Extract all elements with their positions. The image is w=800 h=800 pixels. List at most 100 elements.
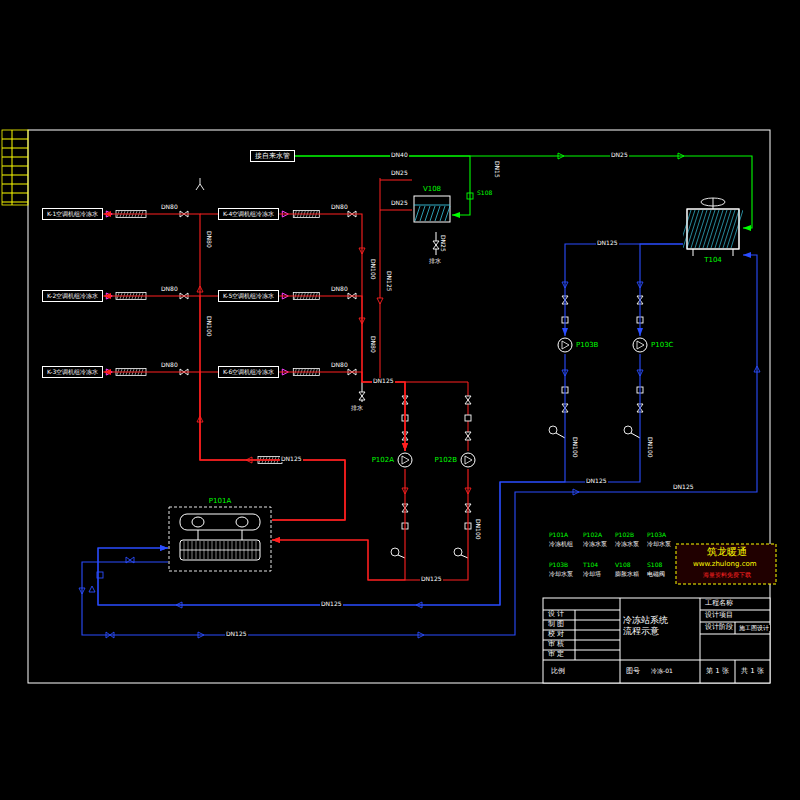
pipe-connector xyxy=(272,469,468,580)
pipe-size-label: DN40 xyxy=(390,152,409,158)
node-label: K-3空调机组冷冻水 xyxy=(47,369,98,375)
table-rule xyxy=(735,622,736,634)
node-label: K-6空调机组冷冻水 xyxy=(223,369,274,375)
pipe-size-label: DN15 xyxy=(494,160,500,179)
tower-drawing xyxy=(683,195,743,257)
pipe-size-label: DN125 xyxy=(225,631,248,637)
pipe-size-label: DN100 xyxy=(647,436,653,459)
annotation-text: S108 xyxy=(646,562,663,568)
compressor-motor xyxy=(192,517,204,527)
chiller-drawing xyxy=(168,506,272,572)
node-label: P102B xyxy=(435,457,457,464)
table-rule xyxy=(543,660,770,661)
node-label: P101A xyxy=(209,498,231,506)
annotation-text: DN80 xyxy=(160,362,179,368)
fitting-symbol xyxy=(465,415,471,421)
annotation-text: 设计项目 xyxy=(704,612,734,619)
table-rule xyxy=(700,610,770,611)
pipe-size-label: DN125 xyxy=(320,601,343,607)
annotation-text: 冷冻-01 xyxy=(650,668,674,674)
annotation-text: S108 xyxy=(476,190,493,196)
annotation-text: 图号 xyxy=(625,668,641,675)
water-level xyxy=(414,204,450,205)
pipe-size-label: DN125 xyxy=(280,456,303,462)
pressure-gauge xyxy=(549,426,557,434)
pipe-line xyxy=(380,178,381,382)
pump-casing xyxy=(633,338,647,352)
table-rule xyxy=(575,610,576,660)
pipe-connector xyxy=(640,244,683,336)
annotation-text: V108 xyxy=(614,562,632,568)
annotation-text: 冷冻水泵 xyxy=(582,541,608,547)
pump-symbol: P102B xyxy=(435,451,477,469)
pipe-connector xyxy=(103,296,345,520)
table-rule xyxy=(735,660,736,683)
node-label: K-5空调机组冷冻水 xyxy=(223,293,274,299)
gauge-stem xyxy=(631,433,640,438)
pipe-size-label: DN100 xyxy=(206,315,212,338)
node-label: P102A xyxy=(372,457,394,464)
pipe-connector xyxy=(295,156,752,228)
pipe-size-label: DN100 xyxy=(475,518,481,541)
pump-casing xyxy=(398,453,412,467)
valve-symbol xyxy=(433,241,439,249)
annotation-text: 排水 xyxy=(428,258,442,264)
annotation-text: DN25 xyxy=(390,170,409,176)
expansion-tank: V108 xyxy=(412,186,452,224)
annotation-text: DN80 xyxy=(330,286,349,292)
compressor-shell xyxy=(180,514,260,530)
tower-leg xyxy=(693,249,694,256)
tank-shell xyxy=(414,196,450,222)
fill-hatch xyxy=(731,210,743,248)
annotation-text: DN80 xyxy=(160,286,179,292)
pipe-line xyxy=(200,296,218,297)
chiller-unit: P101A xyxy=(168,498,272,572)
annotation-text: 冷却水泵 xyxy=(646,541,672,547)
tower-body xyxy=(687,209,739,249)
pipe-connector xyxy=(565,244,683,336)
pipe-line xyxy=(405,382,468,383)
equipment-box: K-1空调机组冷冻水 xyxy=(42,208,103,220)
equipment-box: K-3空调机组冷冻水 xyxy=(42,366,103,378)
table-rule xyxy=(12,130,13,205)
equipment-box: K-2空调机组冷冻水 xyxy=(42,290,103,302)
pressure-gauge xyxy=(454,548,462,556)
pipe-connector xyxy=(103,372,345,520)
annotation-text: 设 计 xyxy=(547,611,565,618)
pipe-connector xyxy=(295,156,470,215)
water-hatch xyxy=(445,206,450,221)
pipe-line xyxy=(200,214,218,215)
annotation-text: 筑龙暖通 xyxy=(706,547,748,557)
annotation-text: 第 1 张 xyxy=(705,668,730,675)
pump-symbol: P103B xyxy=(556,336,598,354)
annotation-text: 制 图 xyxy=(547,621,565,628)
pipe-size-label: DN25 xyxy=(610,152,629,158)
water-hatch xyxy=(420,206,425,221)
air-vent xyxy=(196,178,204,190)
table-rule xyxy=(700,622,770,623)
shell-divider xyxy=(180,549,260,550)
annotation-text: DN80 xyxy=(330,362,349,368)
annotation-text: 审 定 xyxy=(547,651,565,658)
pipe-connector xyxy=(82,255,757,635)
pipe-size-label: DN100 xyxy=(370,258,376,281)
table-rule xyxy=(2,157,28,158)
drawing-frame xyxy=(28,130,770,683)
pipe-line xyxy=(380,210,412,211)
water-hatch xyxy=(440,206,445,221)
water-hatch xyxy=(430,206,435,221)
annotation-text: 电磁阀 xyxy=(646,571,666,577)
chiller-outline xyxy=(169,507,271,571)
annotation-text: 海量资料免费下载 xyxy=(702,572,752,578)
annotation-text: 冷却塔 xyxy=(582,571,602,577)
annotation-text: P102A xyxy=(582,532,603,538)
watermark-box xyxy=(676,544,776,584)
annotation-text: www.zhulong.com xyxy=(692,561,758,568)
signature-table xyxy=(2,130,28,205)
annotation-text: 校 对 xyxy=(547,631,565,638)
pump-impeller xyxy=(402,456,409,464)
annotation-text: 工程名称 xyxy=(704,600,734,607)
annotation-text: 比例 xyxy=(550,668,566,675)
annotation-text: 施工图设计 xyxy=(738,625,770,631)
